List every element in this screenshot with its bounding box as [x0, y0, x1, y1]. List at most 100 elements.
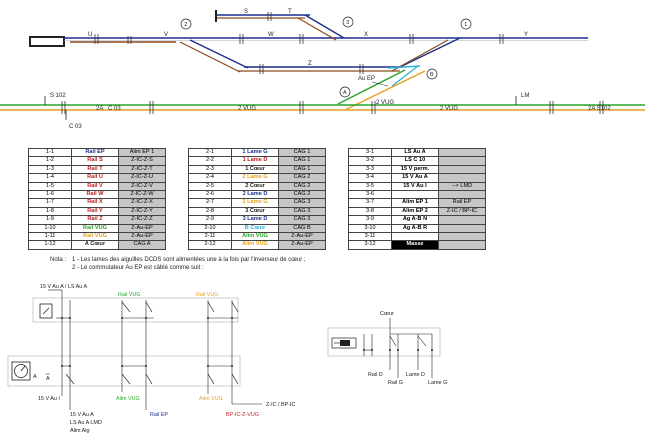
pin-label: Rail VUG [71, 232, 119, 242]
pin-number: 3-3 [348, 164, 392, 175]
pin-label: Rail V [71, 181, 119, 192]
pin-label: 3 Lame G [231, 198, 279, 208]
pin-label: 3 Lame D [231, 215, 279, 225]
pin-label: 2 Lame D [231, 190, 279, 200]
pin-number: 3-9 [348, 215, 392, 225]
pin-label: Rail U [71, 173, 119, 183]
pin-label: 15 V Au A [391, 173, 439, 183]
pin-number: 1-2 [28, 156, 72, 166]
label-2a-s102: 2A S102 [588, 106, 611, 112]
pin-function: CAG 3 [278, 206, 326, 217]
pin-label: Alim VUG [231, 232, 279, 242]
svg-text:3: 3 [346, 20, 349, 26]
pin-label: Rail Y [71, 206, 119, 217]
pin-label: Rail EP [71, 147, 119, 158]
pin-number: 3-6 [348, 190, 392, 200]
pin-number: 1-8 [28, 206, 72, 217]
pin-number: 3-8 [348, 206, 392, 217]
pin-function: CAG 2 [278, 190, 326, 200]
pin-function [438, 173, 486, 183]
label-lm: LM [521, 93, 529, 99]
switch-label-z: Z [308, 61, 312, 67]
pin-number: 3-12 [348, 240, 392, 250]
pin-label: Ag A-B N [391, 215, 439, 225]
pin-label: 2 Lame G [231, 173, 279, 183]
pin-function: CAG 1 [278, 156, 326, 166]
diagonal-green [337, 69, 406, 105]
pin-number: 1-6 [28, 190, 72, 200]
pin-number: 2-4 [188, 173, 232, 183]
pin-label: Alim EP 1 [391, 198, 439, 208]
switch-label-x: X [364, 32, 368, 38]
pin-function: Z-Au-EP [118, 223, 166, 234]
pin-number: 3-7 [348, 198, 392, 208]
pin-number: 1-11 [28, 232, 72, 242]
pin-number: 2-3 [188, 164, 232, 175]
pin-function: Z-IC-Z-Y [118, 206, 166, 217]
note-1: 1 - Les lames des aiguilles DCDS sont al… [72, 257, 306, 263]
switch-label-w: W [268, 32, 274, 38]
pin-number: 3-10 [348, 223, 392, 234]
pin-number: 2-10 [188, 223, 232, 234]
pin-label: 1 Lame D [231, 156, 279, 166]
label-bp-ic-z-vug: BP-IC-Z-VUG [226, 412, 259, 418]
pin-number: 3-2 [348, 156, 392, 166]
pin-number: 1-5 [28, 181, 72, 192]
pin-function: Z-IC-Z-S [118, 156, 166, 166]
pin-function: CAG 2 [278, 181, 326, 192]
pin-label: Rail VUG [71, 223, 119, 234]
pin-label: 3 Cœur [231, 206, 279, 217]
pin-number: 2-5 [188, 181, 232, 192]
pin-label: Ag A-B R [391, 223, 439, 234]
pin-number: 3-11 [348, 232, 392, 242]
pin-label: 15 V Au I [391, 181, 439, 192]
pin-label: Masse [391, 240, 439, 250]
pin-function: Rail EP [438, 198, 486, 208]
pin-label: 1 Lame G [231, 147, 279, 158]
label-rail-g: Rail G [388, 380, 403, 386]
pin-label: Alim EP 2 [391, 206, 439, 217]
pin-label [391, 232, 439, 242]
svg-text:B: B [430, 72, 434, 78]
pin-label: Rail Z [71, 215, 119, 225]
pin-function: Z-IC-Z-V [118, 181, 166, 192]
label-vug-3: 2 VUG [376, 100, 394, 106]
label-a-bar: A [46, 376, 50, 382]
pin-label: 2 Cœur [231, 181, 279, 192]
label-15v-au-i: 15 V Au I [38, 396, 60, 402]
circle-a: A [339, 86, 351, 98]
switch-label-v: V [164, 32, 168, 38]
inverter-icon [331, 337, 357, 349]
pin-number: 3-1 [348, 147, 392, 158]
pin-function: CAG 2 [278, 173, 326, 183]
label-au-ep: Au EP [358, 76, 375, 82]
pin-label: Alim VUG [231, 240, 279, 250]
label-vug-2: 2 VUG [440, 106, 458, 112]
pin-function: Alim EP 1 [118, 147, 166, 158]
pin-number: 1-9 [28, 215, 72, 225]
svg-text:1: 1 [464, 22, 467, 28]
track-plan: S T U V W X Y Z 1 2 3 A B S 102 2A C 03 … [0, 9, 645, 130]
diagonal-cyan [387, 65, 421, 69]
pin-label: 15 V perm. [391, 164, 439, 175]
